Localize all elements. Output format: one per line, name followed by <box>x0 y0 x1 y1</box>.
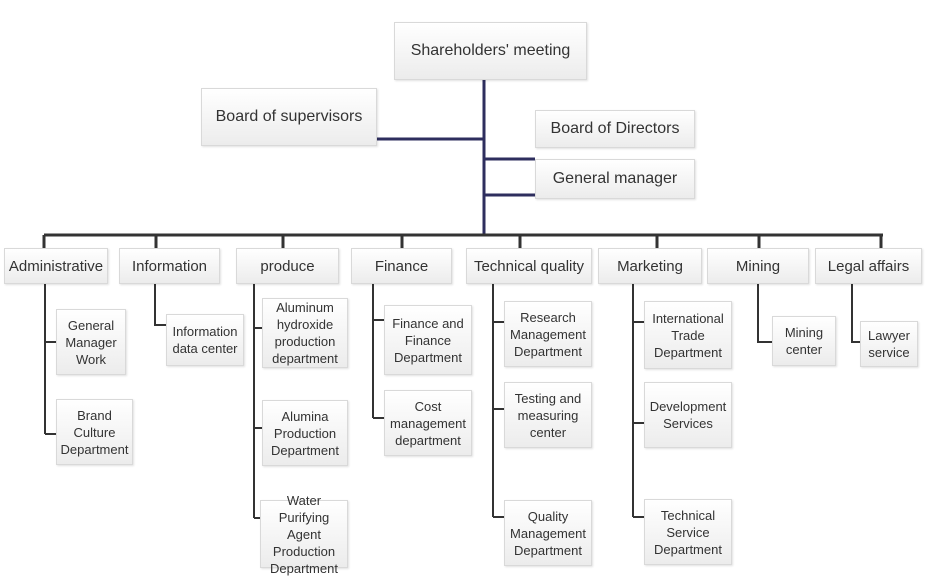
sub-alumina-production: Alumina Production Department <box>262 400 348 466</box>
sub-water-purifying-agent-production: Water Purifying Agent Production Departm… <box>260 493 348 576</box>
sub-label: Research Management Department <box>510 309 586 359</box>
sub-label: Finance and Finance Department <box>392 315 464 365</box>
sub-label: Technical Service Department <box>654 507 722 557</box>
dept-legal-affairs: Legal affairs <box>815 248 922 284</box>
sub-label: International Trade Department <box>652 310 724 360</box>
connector-technical-tree <box>492 284 504 518</box>
dept-technical-quality: Technical quality <box>466 248 592 284</box>
dept-label: Mining <box>735 257 781 275</box>
shareholders-meeting-label: Shareholders' meeting <box>410 42 571 59</box>
sub-international-trade-department: International Trade Department <box>644 301 732 369</box>
sub-label: Lawyer service <box>868 328 910 360</box>
dept-administrative: Administrative <box>4 248 108 284</box>
sub-label: General Manager Work <box>65 317 117 367</box>
sub-label: Brand Culture Department <box>60 407 129 457</box>
connector-administrative-tree <box>44 284 56 435</box>
connector-mining-tree <box>757 284 772 343</box>
dept-finance: Finance <box>351 248 452 284</box>
dept-label: Information <box>131 257 208 275</box>
dept-produce: produce <box>236 248 339 284</box>
shareholders-meeting-box: Shareholders' meeting <box>394 22 587 80</box>
sub-testing-and-measuring-center: Testing and measuring center <box>504 382 592 448</box>
dept-label: Technical quality <box>473 257 585 275</box>
sub-label: Aluminum hydroxide production department <box>272 300 338 366</box>
sub-research-management-department: Research Management Department <box>504 301 592 367</box>
sub-quality-management-department: Quality Management Department <box>504 500 592 566</box>
sub-development-services: Development Services <box>644 382 732 448</box>
dept-mining: Mining <box>707 248 809 284</box>
dept-label: produce <box>260 257 315 275</box>
sub-cost-management-department: Cost management department <box>384 390 472 456</box>
sub-label: Information data center <box>172 324 238 356</box>
connector-produce-tree <box>253 284 262 519</box>
sub-general-manager-work: General Manager Work <box>56 309 126 375</box>
dept-label: Administrative <box>8 257 104 275</box>
sub-label: Quality Management Department <box>510 508 586 558</box>
sub-label: Water Purifying Agent Production Departm… <box>270 492 338 576</box>
dept-label: Marketing <box>617 257 683 275</box>
sub-label: Development Services <box>649 399 727 431</box>
sub-technical-service-department: Technical Service Department <box>644 499 732 565</box>
board-of-directors-label: Board of Directors <box>550 120 680 137</box>
sub-brand-culture-department: Brand Culture Department <box>56 399 133 465</box>
sub-label: Cost management department <box>390 398 466 448</box>
general-manager-box: General manager <box>535 159 695 199</box>
general-manager-label: General manager <box>552 170 678 187</box>
sub-mining-center: Mining center <box>772 316 836 366</box>
sub-aluminum-hydroxide-production: Aluminum hydroxide production department <box>262 298 348 368</box>
connector-legal-tree <box>851 284 860 343</box>
sub-lawyer-service: Lawyer service <box>860 321 918 367</box>
dept-label: Legal affairs <box>827 257 910 275</box>
sub-information-data-center: Information data center <box>166 314 244 366</box>
dept-information: Information <box>119 248 220 284</box>
dept-label: Finance <box>374 257 429 275</box>
sub-label: Testing and measuring center <box>514 390 582 440</box>
connector-information-tree <box>154 284 166 326</box>
sub-label: Mining center <box>784 325 824 357</box>
board-of-supervisors-box: Board of supervisors <box>201 88 377 146</box>
board-of-directors-box: Board of Directors <box>535 110 695 148</box>
connector-finance-tree <box>372 284 384 419</box>
sub-label: Alumina Production Department <box>271 408 339 458</box>
sub-finance-and-finance-department: Finance and Finance Department <box>384 305 472 375</box>
board-of-supervisors-label: Board of supervisors <box>215 108 363 125</box>
connector-marketing-tree <box>632 284 644 518</box>
dept-marketing: Marketing <box>598 248 702 284</box>
